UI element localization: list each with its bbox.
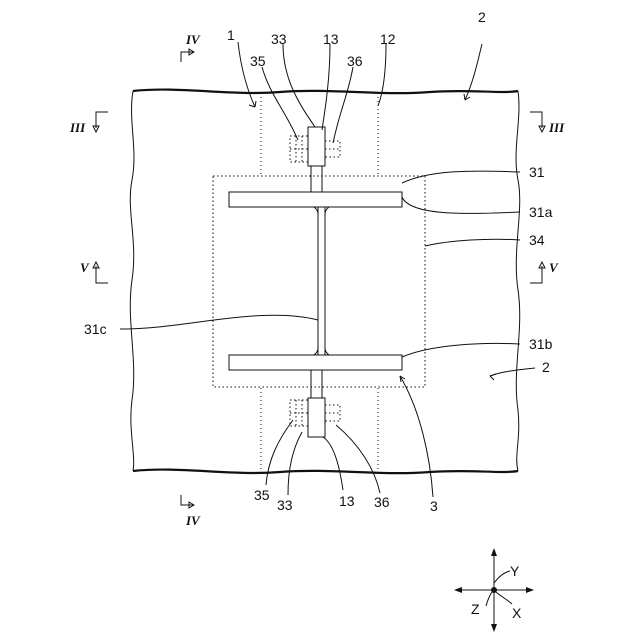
label-35-top: 35 <box>250 53 266 69</box>
leader-lines <box>120 42 535 497</box>
hidden-member-lines <box>261 93 378 470</box>
label-31: 31 <box>529 164 545 180</box>
axis-z-label: Z <box>471 601 480 617</box>
label-36-bottom: 36 <box>374 494 390 510</box>
axis-y-label: Y <box>510 563 520 579</box>
label-13-bottom: 13 <box>339 493 355 509</box>
label-31a: 31a <box>529 204 553 220</box>
section-iii-left: III <box>69 120 86 135</box>
section-labels: IV IV III III V V <box>69 32 565 528</box>
coordinate-axes <box>454 548 534 632</box>
label-2-top: 2 <box>478 9 486 25</box>
label-2-right: 2 <box>542 359 550 375</box>
label-13-top: 13 <box>323 31 339 47</box>
label-1: 1 <box>227 27 235 43</box>
label-31c: 31c <box>84 321 107 337</box>
label-33-top: 33 <box>271 31 287 47</box>
h-beam <box>229 192 402 370</box>
section-v-right: V <box>549 260 559 275</box>
label-33-bottom: 33 <box>277 497 293 513</box>
label-12: 12 <box>380 31 396 47</box>
section-iv-bottom: IV <box>185 513 201 528</box>
label-34: 34 <box>529 232 545 248</box>
top-bolt-assembly <box>290 127 340 192</box>
label-31b: 31b <box>529 336 553 352</box>
bottom-bolt-assembly <box>290 370 340 437</box>
section-iv-top: IV <box>185 32 201 47</box>
label-36-top: 36 <box>347 53 363 69</box>
section-markers <box>93 49 545 508</box>
label-35-bottom: 35 <box>254 487 270 503</box>
label-3: 3 <box>430 498 438 514</box>
section-v-left: V <box>80 260 90 275</box>
section-iii-right: III <box>548 120 565 135</box>
axis-x-label: X <box>512 605 522 621</box>
